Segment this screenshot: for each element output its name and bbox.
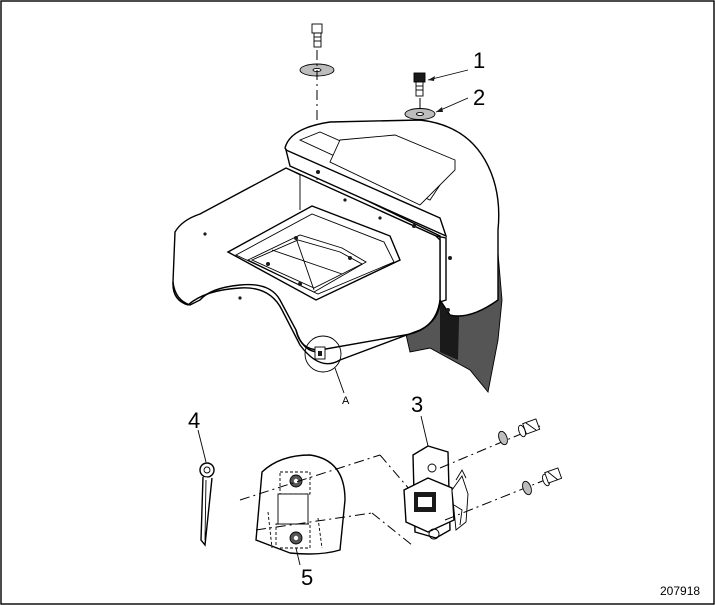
bracket-item-3 — [403, 445, 469, 540]
seat-back-item-5 — [255, 454, 346, 566]
bracket-upper-fastener — [498, 418, 541, 446]
leader-3 — [420, 415, 429, 447]
bracket-lower-fastener — [522, 467, 563, 496]
callout-1: 1 — [473, 48, 485, 73]
bolt-item-1 — [413, 72, 426, 97]
callout-5: 5 — [301, 565, 313, 590]
detail-label-a: A — [342, 395, 350, 407]
washer-item-2 — [404, 108, 436, 120]
callout-3: 3 — [411, 392, 423, 417]
callout-4: 4 — [188, 408, 200, 433]
callout-2: 2 — [473, 85, 485, 110]
pin-item-4 — [197, 429, 215, 547]
leader-1 — [427, 69, 469, 81]
seat-base-housing — [172, 119, 503, 394]
document-number: 207918 — [660, 584, 700, 598]
detail-circle-a — [304, 335, 342, 373]
